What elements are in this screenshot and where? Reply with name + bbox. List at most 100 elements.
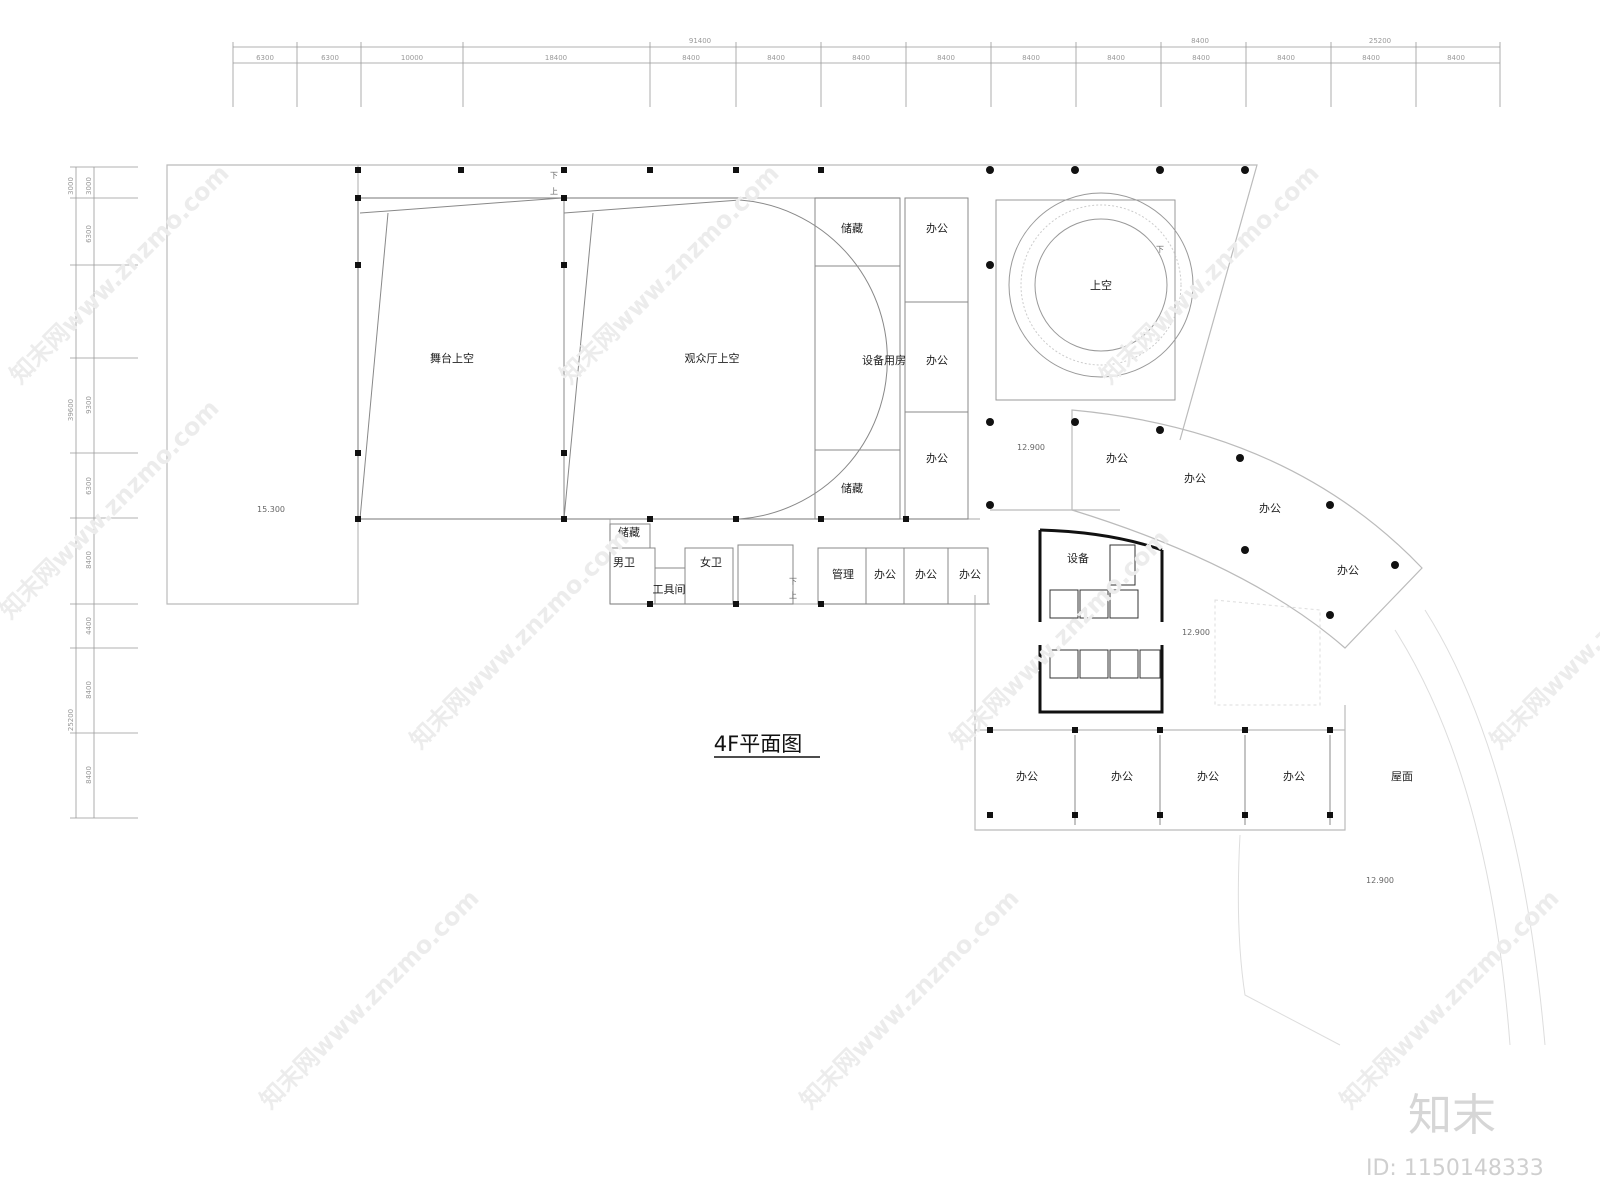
- column: [1157, 727, 1163, 733]
- column: [1071, 418, 1079, 426]
- dim-top: 8400: [767, 54, 785, 62]
- watermark-layer: 知末网www.znzmo.com 知末网www.znzmo.com 知末网www…: [0, 159, 1600, 1114]
- watermark-text: 知末网www.znzmo.com: [944, 524, 1174, 754]
- column: [647, 601, 653, 607]
- column: [561, 195, 567, 201]
- dim-left: 3000: [85, 177, 93, 195]
- office-strip-a: [814, 197, 969, 520]
- room-office-a3: 办公: [926, 452, 948, 465]
- column: [355, 450, 361, 456]
- dim-top: 8400: [937, 54, 955, 62]
- column: [647, 516, 653, 522]
- column: [987, 812, 993, 818]
- top-dimension-chain: [232, 42, 1501, 107]
- dim-left-total-2: 25200: [67, 709, 75, 731]
- column: [818, 601, 824, 607]
- room-office-b3: 办公: [959, 568, 981, 581]
- stair-up-mark: 上: [550, 187, 558, 196]
- column: [818, 516, 824, 522]
- column: [647, 167, 653, 173]
- column: [903, 516, 909, 522]
- dim-top: 18400: [545, 54, 567, 62]
- column: [355, 262, 361, 268]
- column: [1241, 166, 1249, 174]
- stair-down-mark: 下: [1156, 245, 1164, 254]
- column: [1071, 166, 1079, 174]
- room-office-d2: 办公: [1111, 770, 1133, 783]
- column: [561, 167, 567, 173]
- atrium: [995, 192, 1194, 401]
- room-office-c3: 办公: [1259, 502, 1281, 515]
- dim-top: 6300: [321, 54, 339, 62]
- column: [1242, 727, 1248, 733]
- column: [986, 418, 994, 426]
- watermark-text: 知末网www.znzmo.com: [1484, 524, 1600, 754]
- stair-down-mark: 下: [789, 577, 797, 586]
- room-womens-wc: 女卫: [700, 555, 722, 569]
- dim-top: 8400: [1447, 54, 1465, 62]
- column: [1072, 812, 1078, 818]
- office-strip-d: [1074, 735, 1331, 825]
- stair-down-mark: 下: [550, 171, 558, 180]
- watermark-text: 知末网www.znzmo.com: [4, 159, 234, 389]
- dim-left-total-1: 39600: [67, 399, 75, 421]
- room-office-d4: 办公: [1283, 770, 1305, 783]
- room-office-a1: 办公: [926, 222, 948, 235]
- dim-total-2: 8400: [1191, 37, 1209, 45]
- column: [818, 167, 824, 173]
- column: [1157, 812, 1163, 818]
- column: [1156, 426, 1164, 434]
- dim-left: 6300: [85, 225, 93, 243]
- dim-top: 6300: [256, 54, 274, 62]
- service-strip: [609, 523, 989, 605]
- watermark-text: 知末网www.znzmo.com: [554, 159, 784, 389]
- dim-left: 3000: [67, 177, 75, 195]
- column: [1072, 727, 1078, 733]
- column: [1391, 561, 1399, 569]
- elevation-mark: 12.900: [1182, 628, 1210, 637]
- column: [1327, 812, 1333, 818]
- room-office-c4: 办公: [1337, 564, 1359, 577]
- column: [733, 601, 739, 607]
- room-office-d3: 办公: [1197, 770, 1219, 783]
- dim-left: 8400: [85, 681, 93, 699]
- elevation-mark: 15.300: [257, 505, 285, 514]
- room-janitor: 工具间: [653, 583, 686, 596]
- room-office-c2: 办公: [1184, 472, 1206, 485]
- dim-left: 4400: [85, 617, 93, 635]
- dim-top: 8400: [852, 54, 870, 62]
- room-auditorium-void: 观众厅上空: [685, 351, 740, 365]
- dim-top: 10000: [401, 54, 423, 62]
- column: [1242, 812, 1248, 818]
- column: [355, 516, 361, 522]
- left-dimension-chain: [70, 166, 138, 819]
- room-stage-void: 舞台上空: [430, 351, 474, 365]
- room-office-c1: 办公: [1106, 452, 1128, 465]
- roof-terrace: [1214, 599, 1546, 1046]
- room-equipment: 设备用房: [862, 353, 906, 367]
- dim-top: 8400: [1362, 54, 1380, 62]
- watermark-text: 知末网www.znzmo.com: [254, 884, 484, 1114]
- room-management: 管理: [832, 567, 854, 581]
- dim-left: 8400: [85, 766, 93, 784]
- elevator-shafts: [1049, 544, 1161, 679]
- column: [1156, 166, 1164, 174]
- structural-columns: [355, 166, 1399, 818]
- dim-top: 8400: [1277, 54, 1295, 62]
- drawing-title: 4F平面图: [714, 732, 802, 756]
- column: [986, 166, 994, 174]
- room-roof: 屋面: [1391, 770, 1413, 783]
- elevation-mark: 12.900: [1017, 443, 1045, 452]
- room-storage-3: 储藏: [618, 525, 640, 539]
- brand-logo: 知末: [1408, 1090, 1496, 1141]
- column: [561, 262, 567, 268]
- column: [1236, 454, 1244, 462]
- column: [986, 501, 994, 509]
- column: [987, 727, 993, 733]
- column: [458, 167, 464, 173]
- column: [986, 261, 994, 269]
- room-office-a2: 办公: [926, 354, 948, 367]
- room-office-b1: 办公: [874, 568, 896, 581]
- column: [561, 516, 567, 522]
